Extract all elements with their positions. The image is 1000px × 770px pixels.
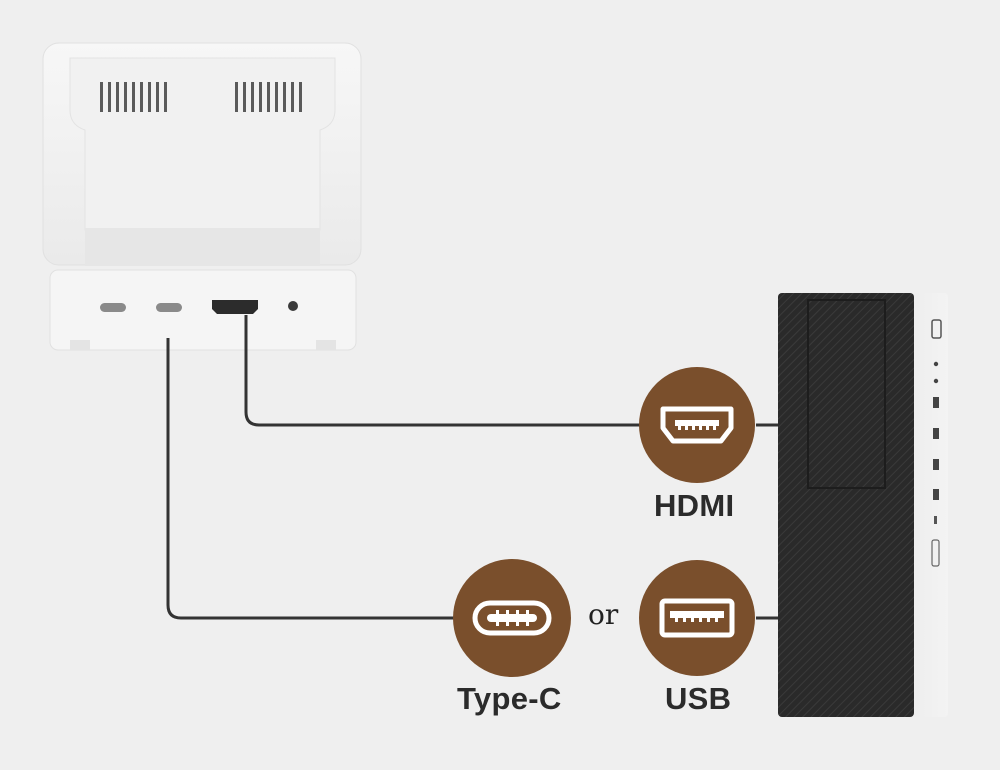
power-button <box>931 319 942 339</box>
vent-right <box>235 82 302 112</box>
type-c-port-icon <box>472 600 552 636</box>
vent-left <box>100 82 167 112</box>
usb-c-port-2 <box>156 303 182 312</box>
cables <box>166 315 780 620</box>
usb-badge <box>639 560 755 676</box>
display-device <box>42 42 362 351</box>
device-ports <box>100 300 298 314</box>
usb-c-port-1 <box>100 303 126 312</box>
usb-label: USB <box>665 681 732 716</box>
hdmi-cable <box>244 315 648 427</box>
dc-port <box>288 301 298 311</box>
type-c-badge <box>453 559 571 677</box>
hdmi-label: HDMI <box>654 488 735 523</box>
hdmi-port-icon <box>660 406 734 444</box>
device-stand <box>85 228 320 266</box>
hdmi-port <box>212 300 258 314</box>
or-separator: or <box>588 598 619 631</box>
type-c-cable <box>166 338 460 620</box>
type-c-label: Type-C <box>457 681 562 716</box>
pc-tower <box>778 293 948 717</box>
hdmi-badge <box>639 367 755 483</box>
device-base <box>49 269 357 351</box>
usb-port-icon <box>659 598 735 638</box>
